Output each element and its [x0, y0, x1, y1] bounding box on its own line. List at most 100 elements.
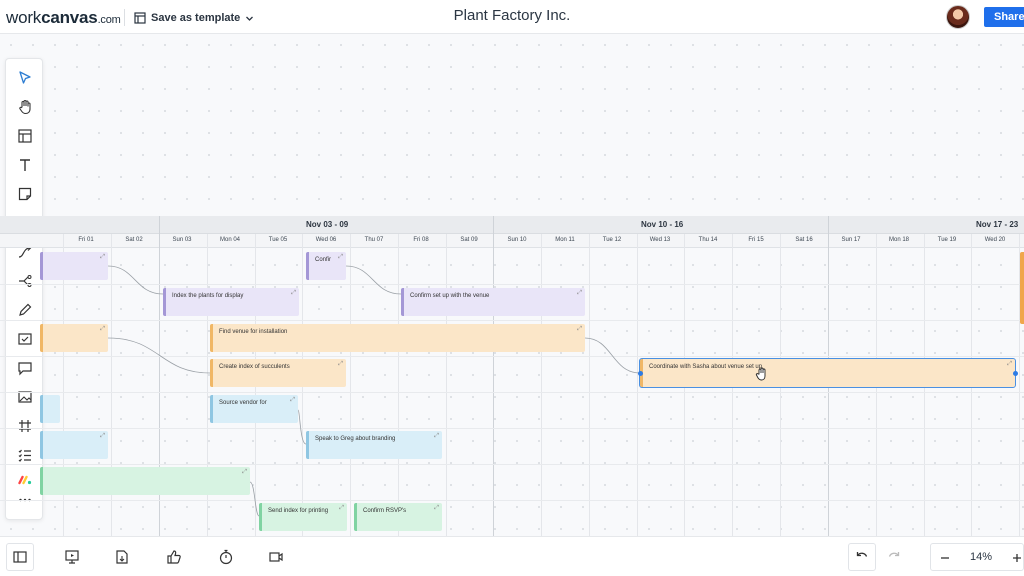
expand-icon[interactable]: ⤢: [100, 433, 105, 439]
day-label: Tue 12: [602, 237, 622, 243]
frame-grid-icon[interactable]: [14, 415, 36, 437]
week-label: Nov 10 - 16: [641, 220, 684, 229]
day-header-row: Fri 01 Sat 02 Sun 03 Mon 04 Tue 05 Wed 0…: [0, 234, 1024, 248]
monday-logo-icon[interactable]: [14, 469, 36, 491]
task-card-icon[interactable]: [14, 328, 36, 350]
day-label: Tue 19: [937, 237, 957, 243]
present-icon[interactable]: [58, 543, 86, 571]
expand-icon[interactable]: ⤢: [434, 505, 439, 511]
task-bar[interactable]: [40, 395, 60, 423]
header-divider: [124, 9, 125, 26]
grid-column-line: [637, 234, 638, 536]
zoom-out-icon[interactable]: [931, 544, 959, 572]
grid-column-line: [398, 234, 399, 536]
task-bar[interactable]: Create index of succulents⤢: [210, 359, 346, 387]
template-layout-icon[interactable]: [14, 125, 36, 147]
expand-icon[interactable]: ⤢: [290, 397, 295, 403]
checklist-icon[interactable]: [14, 444, 36, 466]
day-label: Fri 08: [413, 237, 429, 243]
day-label: Wed 13: [649, 237, 671, 243]
chevron-down-icon: [246, 16, 254, 21]
expand-icon[interactable]: ⤢: [291, 290, 296, 296]
mind-map-icon[interactable]: [14, 270, 36, 292]
task-bar[interactable]: Confir⤢: [306, 252, 346, 280]
day-label: Sat 16: [795, 237, 813, 243]
grid-column-line: [1019, 234, 1020, 536]
hand-pan-icon[interactable]: [14, 96, 36, 118]
expand-icon[interactable]: ⤢: [338, 254, 343, 260]
expand-icon[interactable]: ⤢: [434, 433, 439, 439]
expand-icon[interactable]: ⤢: [577, 290, 582, 296]
zoom-in-icon[interactable]: [1003, 544, 1024, 572]
dependency-lines: [107, 265, 641, 517]
resize-handle[interactable]: [638, 371, 643, 376]
timer-icon[interactable]: [212, 543, 240, 571]
redo-icon[interactable]: [880, 543, 908, 571]
panel-toggle-icon[interactable]: [6, 543, 34, 571]
grid-column-line: [446, 234, 447, 536]
task-bar[interactable]: ⤢: [40, 252, 108, 280]
task-bar[interactable]: Send index for printing⤢: [259, 503, 347, 531]
expand-icon[interactable]: ⤢: [100, 326, 105, 332]
week-divider: [493, 216, 494, 536]
task-bar[interactable]: Index the plants for display⤢: [163, 288, 299, 316]
sticky-note-icon[interactable]: [14, 183, 36, 205]
grid-column-line: [63, 234, 64, 536]
row-divider: [0, 284, 1024, 285]
task-bar[interactable]: Confirm RSVP's⤢: [354, 503, 442, 531]
week-label: Nov 17 - 23: [976, 220, 1019, 229]
day-label: Fri 15: [748, 237, 764, 243]
day-label: Thu 14: [698, 237, 718, 243]
app-logo[interactable]: workcanvas.com: [6, 8, 121, 27]
grid-column-line: [541, 234, 542, 536]
reactions-icon[interactable]: [160, 543, 188, 571]
top-bar: workcanvas.com Save as template Plant Fa…: [0, 0, 1024, 34]
expand-icon[interactable]: ⤢: [100, 254, 105, 260]
day-label: Sat 09: [460, 237, 478, 243]
resize-handle[interactable]: [1013, 371, 1018, 376]
row-divider: [0, 464, 1024, 465]
export-icon[interactable]: [108, 543, 136, 571]
undo-icon[interactable]: [848, 543, 876, 571]
expand-icon[interactable]: ⤢: [338, 361, 343, 367]
row-divider: [0, 392, 1024, 393]
task-bar-selected[interactable]: Coordinate with Sasha about venue set up…: [639, 358, 1016, 388]
task-bar[interactable]: ⤢: [40, 324, 108, 352]
whiteboard-canvas[interactable]: [0, 34, 1024, 536]
save-as-template-button[interactable]: Save as template: [134, 9, 254, 27]
day-label: Wed 06: [315, 237, 337, 243]
save-as-template-label: Save as template: [151, 12, 241, 24]
timeline[interactable]: Nov 03 - 09 Nov 10 - 16 Nov 17 - 23 Fri …: [0, 216, 1024, 536]
task-bar[interactable]: ⤢: [40, 431, 108, 459]
task-bar[interactable]: Speak to Greg about branding⤢: [306, 431, 442, 459]
day-label: Sun 10: [507, 237, 527, 243]
day-label: Mon 11: [555, 237, 575, 243]
task-bar[interactable]: Find venue for installation⤢: [210, 324, 585, 352]
day-label: Sun 17: [841, 237, 861, 243]
comment-icon[interactable]: [14, 357, 36, 379]
row-divider: [0, 356, 1024, 357]
expand-icon[interactable]: ⤢: [242, 469, 247, 475]
zoom-level[interactable]: 14%: [969, 551, 993, 563]
expand-icon[interactable]: ⤢: [1007, 361, 1012, 367]
share-button[interactable]: Share: [984, 7, 1024, 27]
task-bar[interactable]: ⤢: [40, 467, 250, 495]
day-label: Mon 04: [219, 237, 240, 243]
week-label: Nov 03 - 09: [306, 220, 349, 229]
day-label: Tue 05: [268, 237, 288, 243]
expand-icon[interactable]: ⤢: [577, 326, 582, 332]
pen-icon[interactable]: [14, 299, 36, 321]
left-toolbar: [5, 58, 43, 520]
select-pointer-icon[interactable]: [14, 67, 36, 89]
week-header-row: Nov 03 - 09 Nov 10 - 16 Nov 17 - 23: [0, 216, 1024, 234]
row-divider: [0, 500, 1024, 501]
grid-column-line: [207, 234, 208, 536]
row-divider: [0, 320, 1024, 321]
grid-column-line: [589, 234, 590, 536]
video-icon[interactable]: [262, 543, 290, 571]
text-icon[interactable]: [14, 154, 36, 176]
task-bar[interactable]: Source vendor for⤢: [210, 395, 298, 423]
expand-icon[interactable]: ⤢: [339, 505, 344, 511]
task-bar[interactable]: Confirm set up with the venue⤢: [401, 288, 585, 316]
avatar[interactable]: [946, 5, 970, 29]
